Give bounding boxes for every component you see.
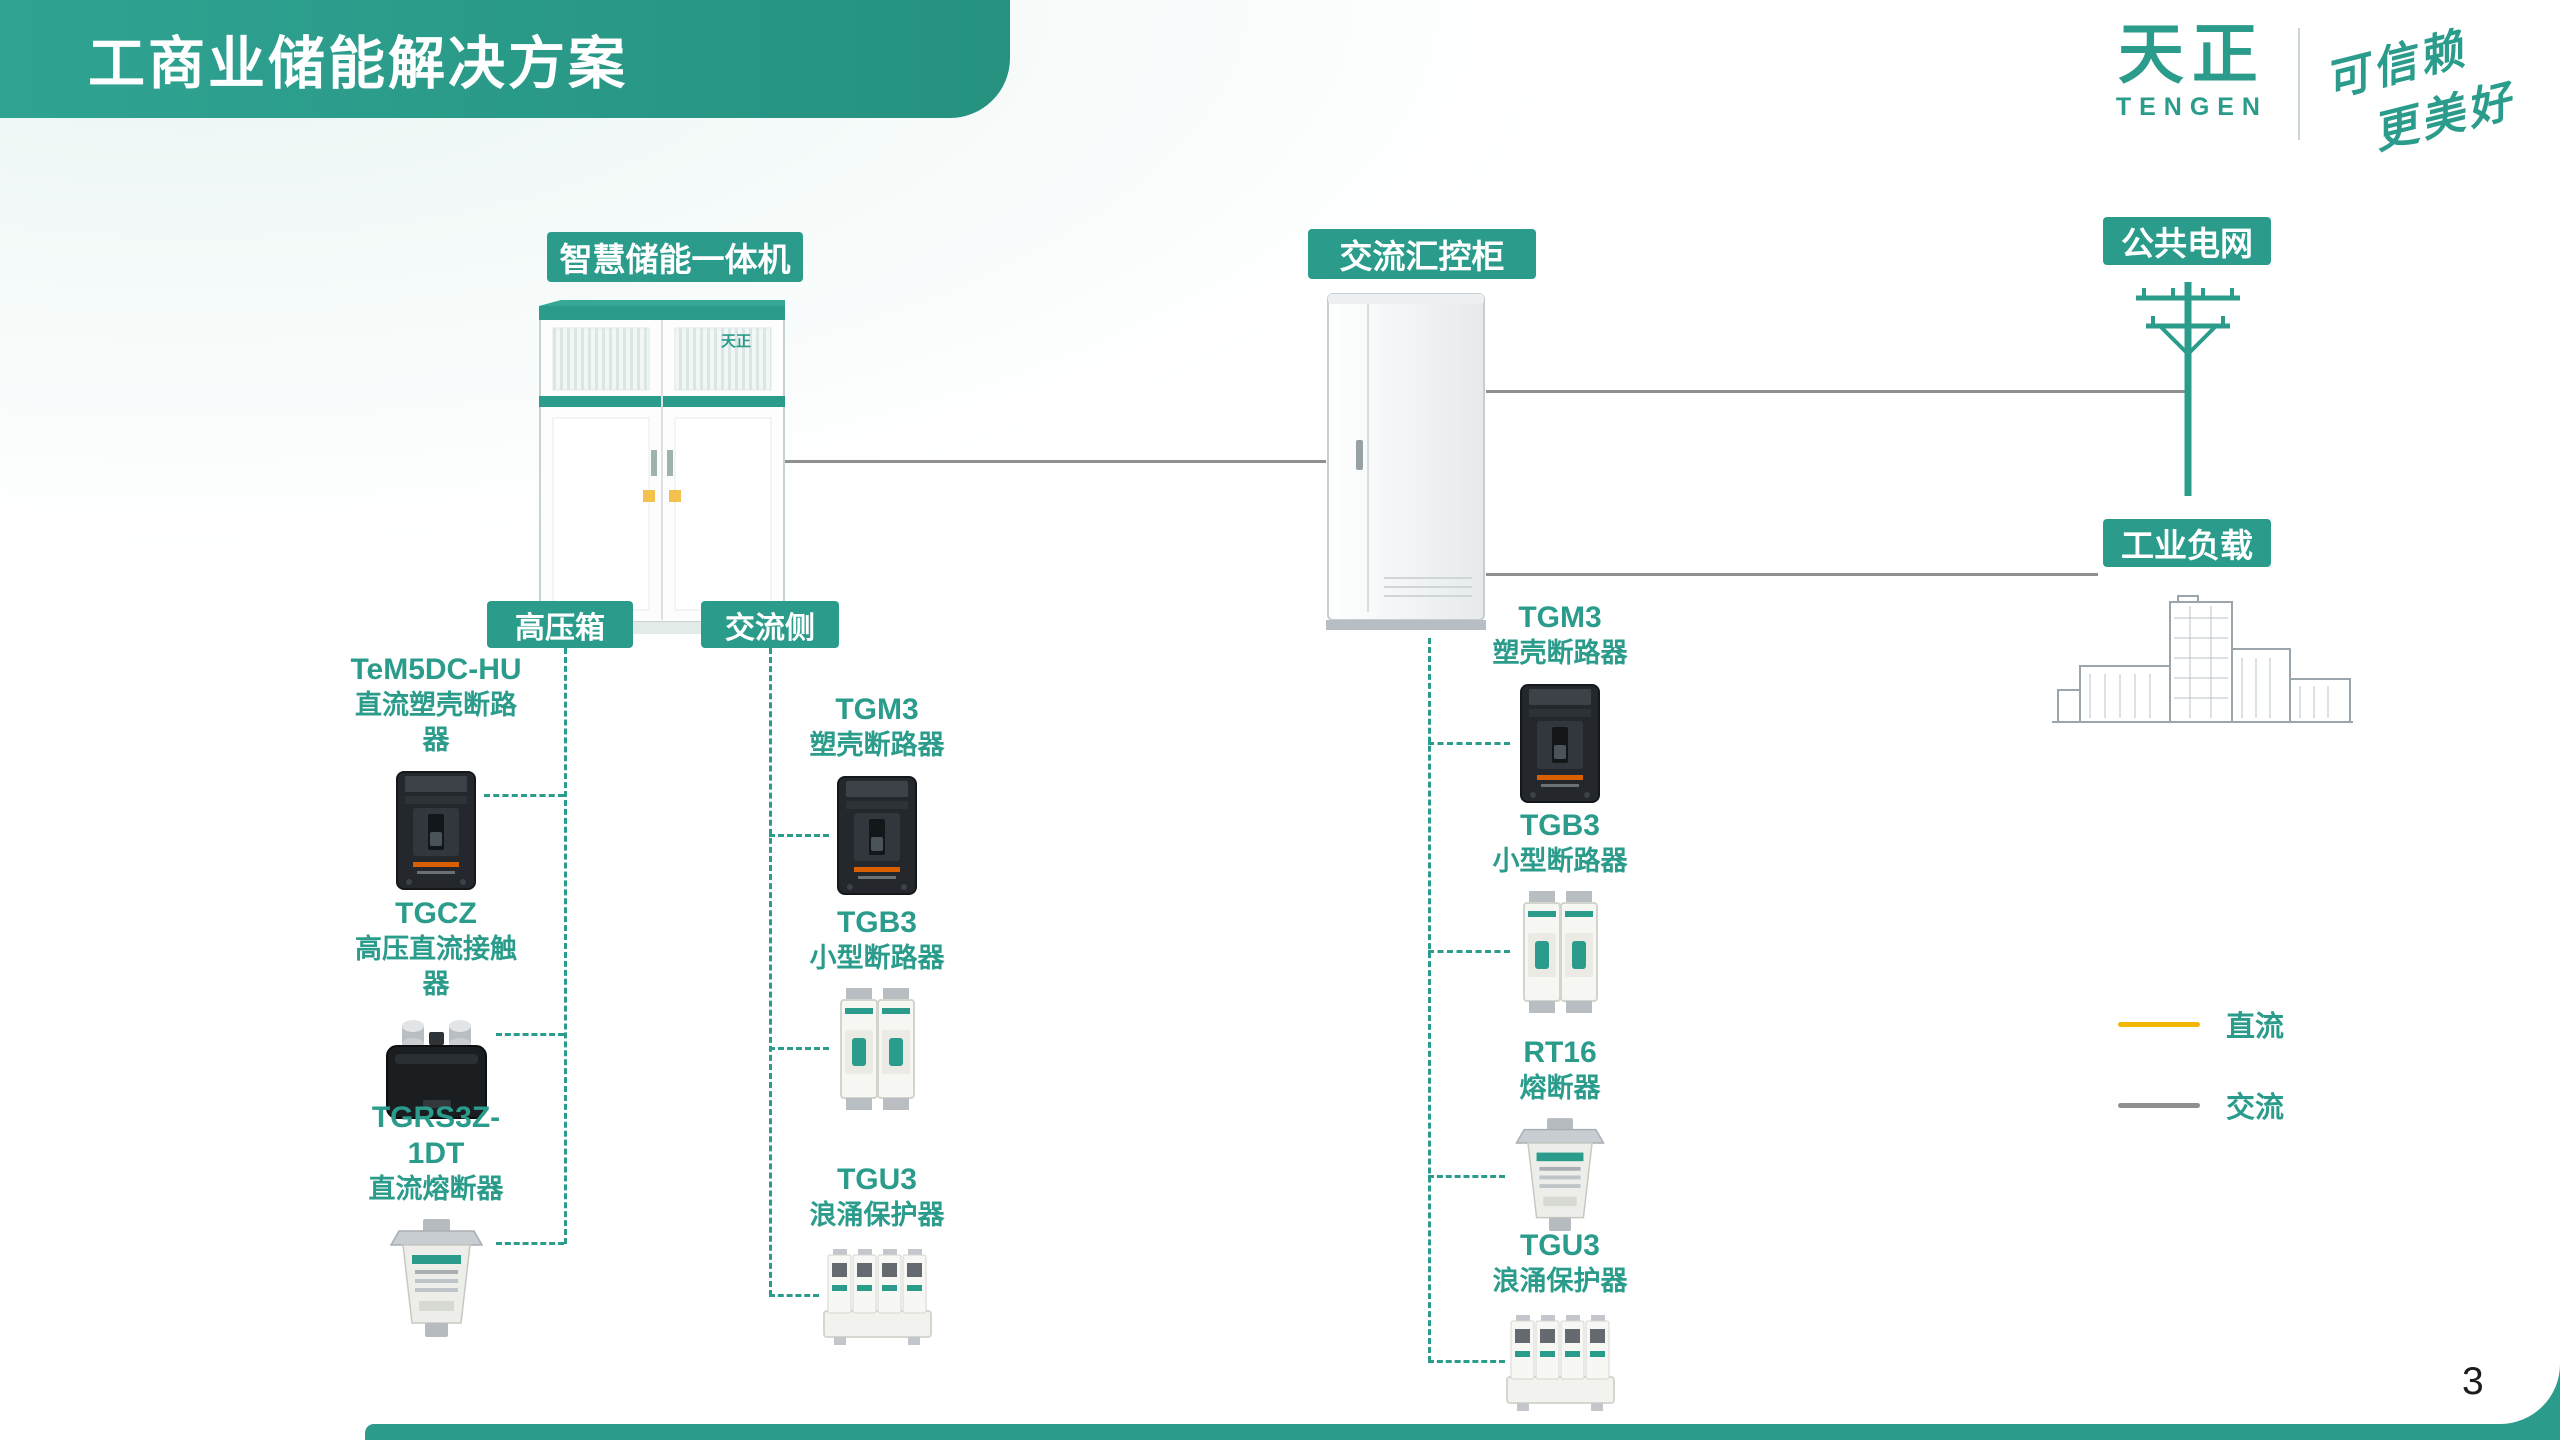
dashed-stub-acside-3 [769, 1294, 819, 1297]
label-public-grid: 公共电网 [2103, 217, 2271, 265]
label-ac-cabinet: 交流汇控柜 [1308, 229, 1536, 279]
component-desc: 小型断路器 [809, 943, 945, 973]
spd-product-image [820, 1243, 935, 1348]
component-rt16: RT16 熔断器 [1460, 1035, 1660, 1236]
component-desc: 直流塑壳断路器 [355, 690, 517, 756]
component-desc: 浪涌保护器 [809, 1200, 945, 1230]
label-industrial-load: 工业负载 [2103, 519, 2271, 567]
mcb-product-image [832, 986, 922, 1111]
dashed-stub-accab-2 [1428, 950, 1510, 953]
component-tgb3-accab: TGB3 小型断路器 [1460, 808, 1660, 1014]
component-tgb3-acside: TGB3 小型断路器 [787, 905, 967, 1111]
label-storage-unit: 智慧储能一体机 [547, 232, 803, 282]
component-name: TGB3 [836, 906, 917, 939]
factory-building-icon [2052, 595, 2353, 723]
fuse-product-image [1505, 1116, 1615, 1236]
dashed-stub-accab-1 [1428, 742, 1510, 745]
component-desc: 熔断器 [1519, 1073, 1601, 1103]
legend-ac-line [2118, 1102, 2200, 1108]
component-tgm3-accab: TGM3 塑壳断路器 [1460, 600, 1660, 806]
label-hv-box: 高压箱 [487, 601, 633, 648]
label-ac-side: 交流侧 [701, 601, 839, 648]
tengen-logo: 天正 TENGEN [2115, 17, 2268, 122]
legend-ac: 交流 [2118, 1084, 2284, 1126]
dashed-stub-acside-2 [769, 1047, 829, 1050]
component-name: TGM3 [835, 693, 919, 726]
component-name: RT16 [1523, 1036, 1597, 1069]
cabinet-logo-text: 天正 [721, 333, 751, 350]
logo-cn-text: 天正 [2117, 17, 2266, 91]
brand-slogan: 可信赖 更美好 [2317, 4, 2520, 169]
component-name: TGU3 [836, 1163, 917, 1196]
legend-ac-label: 交流 [2226, 1092, 2285, 1124]
component-desc: 塑壳断路器 [1492, 638, 1628, 668]
legend-dc: 直流 [2118, 1003, 2284, 1045]
mcb-product-image [1515, 889, 1605, 1014]
logo-en-text: TENGEN [2115, 93, 2268, 122]
dashed-stub-accab-3 [1428, 1175, 1505, 1178]
component-desc: 高压直流接触器 [355, 934, 517, 1000]
dashed-stub-hv-3 [496, 1242, 564, 1245]
dashed-line-accab-vertical [1428, 638, 1431, 1362]
dashed-stub-hv-2 [496, 1033, 564, 1036]
component-tem5dc-hu: TeM5DC-HU 直流塑壳断路器 [346, 652, 526, 893]
dashed-stub-hv-1 [484, 794, 564, 797]
dashed-stub-acside-1 [769, 834, 829, 837]
utility-pole-icon [2136, 282, 2240, 496]
legend-dc-line [2118, 1021, 2200, 1027]
page-number: 3 [2462, 1360, 2484, 1403]
mccb-product-image [391, 768, 481, 893]
component-desc: 塑壳断路器 [809, 730, 945, 760]
storage-cabinet-image: 天正 [539, 300, 785, 638]
component-name: TGB3 [1519, 809, 1600, 842]
brand-block: 天正 TENGEN 可信赖 更美好 [2115, 17, 2520, 158]
bottom-green-bar [365, 1424, 2560, 1440]
dashed-line-hv-vertical [564, 648, 567, 1244]
component-desc: 直流熔断器 [368, 1174, 504, 1204]
mccb-product-image [832, 773, 922, 898]
ac-line-storage-to-cabinet [785, 460, 1326, 463]
dashed-line-acside-vertical [769, 648, 772, 1296]
ac-cabinet-image [1326, 293, 1486, 630]
component-tgm3-acside: TGM3 塑壳断路器 [787, 692, 967, 898]
component-tgcz: TGCZ 高压直流接触器 [346, 896, 526, 1127]
component-name: TGM3 [1518, 601, 1602, 634]
bottom-corner-mask [2325, 1364, 2560, 1424]
component-name: TGCZ [395, 897, 477, 930]
spd-product-image [1503, 1309, 1618, 1414]
dashed-stub-accab-4 [1428, 1360, 1505, 1363]
component-name: TGRS3Z-1DT [371, 1101, 501, 1170]
legend-dc-label: 直流 [2226, 1011, 2285, 1043]
component-desc: 小型断路器 [1492, 846, 1628, 876]
component-desc: 浪涌保护器 [1492, 1266, 1628, 1296]
component-tgrs3z-1dt: TGRS3Z-1DT 直流熔断器 [346, 1100, 526, 1342]
fuse-product-image [379, 1217, 494, 1342]
mccb-product-image [1515, 681, 1605, 806]
page-title: 工商业储能解决方案 [88, 32, 628, 96]
component-name: TeM5DC-HU [350, 653, 522, 686]
component-tgu3-accab: TGU3 浪涌保护器 [1460, 1228, 1660, 1414]
component-tgu3-acside: TGU3 浪涌保护器 [787, 1162, 967, 1348]
component-name: TGU3 [1519, 1229, 1600, 1262]
ac-line-cabinet-to-grid [1486, 390, 2186, 393]
brand-divider [2298, 28, 2300, 140]
header-banner: 工商业储能解决方案 [0, 0, 1010, 118]
ac-line-cabinet-to-load [1486, 573, 2098, 576]
